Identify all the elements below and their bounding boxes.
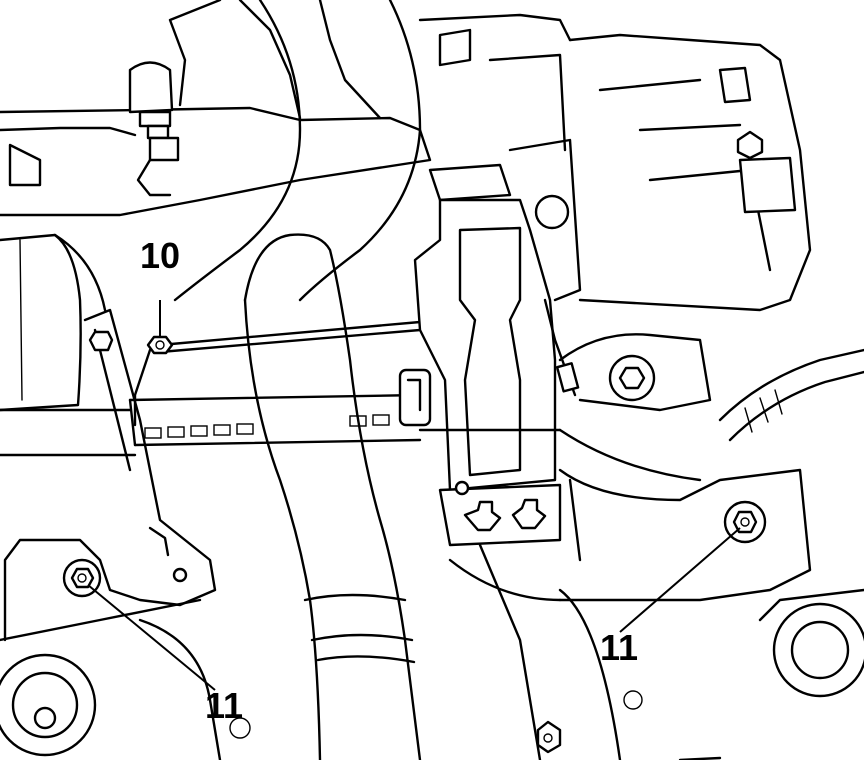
leader-11-left bbox=[87, 584, 216, 691]
lower-center bbox=[478, 543, 722, 760]
lower-right-hub bbox=[623, 588, 864, 710]
callout-11-right: 11 bbox=[600, 627, 638, 668]
link-rod bbox=[158, 320, 422, 354]
callout-10: 10 bbox=[140, 235, 180, 276]
crossmember-ribs bbox=[144, 414, 390, 439]
main-hose bbox=[243, 233, 422, 760]
center-mount bbox=[398, 163, 562, 547]
bolt-10 bbox=[133, 335, 174, 427]
left-upper-nut bbox=[88, 330, 114, 352]
upper-elbow-hose bbox=[173, 0, 422, 302]
left-bracket bbox=[3, 308, 217, 642]
leader-lines bbox=[87, 300, 741, 691]
upper-subframe bbox=[0, 0, 432, 217]
gearbox-upper bbox=[418, 13, 812, 312]
lower-left-hub bbox=[0, 598, 251, 760]
callout-11-left: 11 bbox=[205, 685, 243, 726]
leader-11-right bbox=[619, 527, 741, 633]
right-bracket bbox=[418, 428, 812, 602]
crossmember bbox=[0, 393, 422, 457]
sensor bbox=[128, 61, 180, 197]
left-arch bbox=[0, 233, 107, 412]
right-mount bbox=[543, 298, 864, 442]
